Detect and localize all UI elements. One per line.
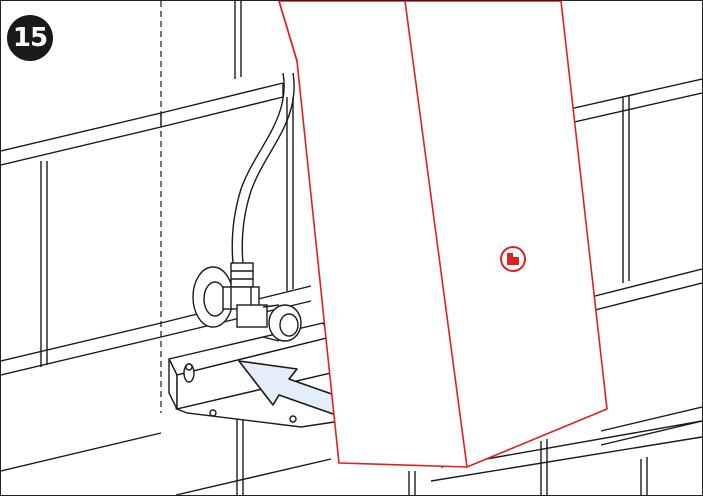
screw-hole (209, 409, 217, 417)
brand-logo-icon (500, 246, 526, 272)
step-number: 15 (12, 23, 48, 53)
screw-hole (289, 415, 297, 423)
angle-valve (192, 262, 302, 342)
step-number-badge: 15 (7, 15, 53, 61)
water-hose (231, 72, 295, 264)
appliance-cover (278, 1, 608, 468)
